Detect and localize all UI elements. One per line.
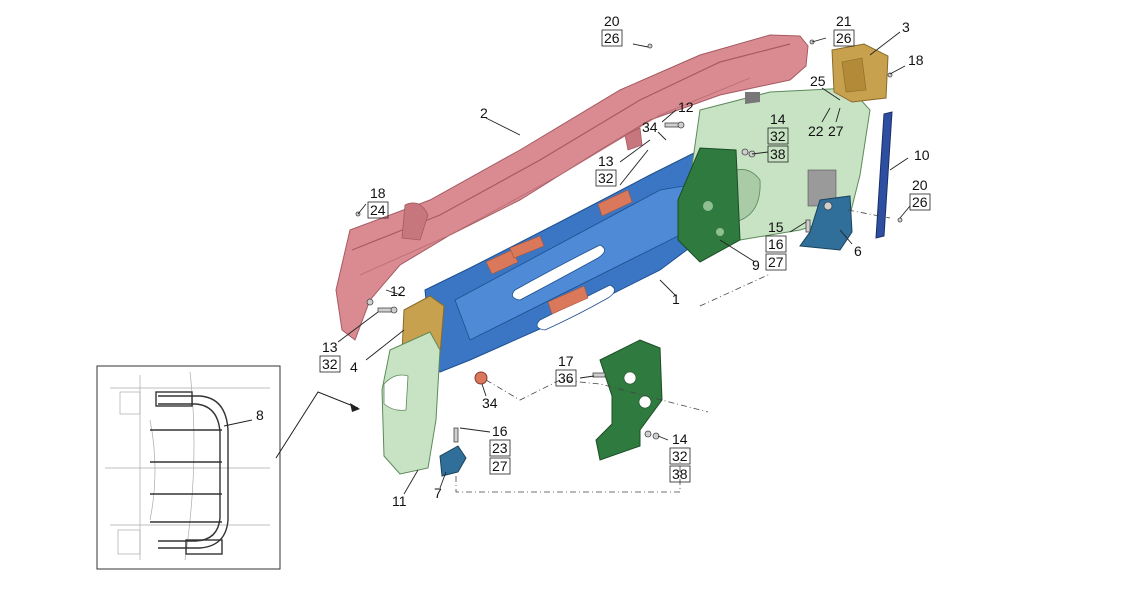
label-boxed: 23 bbox=[492, 440, 508, 456]
label-boxed: 24 bbox=[370, 202, 386, 218]
end-cap-right-part bbox=[831, 43, 889, 103]
callout-20-26-right: 20 26 bbox=[909, 177, 931, 211]
callout-2: 2 bbox=[480, 105, 488, 121]
callout-18-24: 18 24 bbox=[367, 185, 389, 219]
label-num: 15 bbox=[768, 219, 784, 235]
callout-13-32-left: 13 32 bbox=[319, 339, 341, 373]
callout-8: 8 bbox=[256, 407, 264, 423]
label-num: 20 bbox=[912, 177, 928, 193]
label-boxed: 16 bbox=[768, 236, 784, 252]
label-num: 14 bbox=[672, 431, 688, 447]
label-num: 20 bbox=[604, 13, 620, 29]
callout-4: 4 bbox=[350, 359, 358, 375]
label-num: 17 bbox=[558, 353, 574, 369]
label-boxed2: 27 bbox=[492, 458, 508, 474]
beam-pads bbox=[485, 189, 633, 315]
label-boxed2: 38 bbox=[672, 466, 688, 482]
callout-34-bottom: 34 bbox=[482, 395, 498, 411]
label-num: 14 bbox=[770, 111, 786, 127]
callout-18-top: 18 bbox=[908, 52, 924, 68]
label-boxed: 32 bbox=[598, 170, 614, 186]
side-bracket-part bbox=[677, 147, 741, 263]
label-boxed2: 38 bbox=[770, 146, 786, 162]
callout-12-left: 12 bbox=[390, 283, 406, 299]
label-num: 18 bbox=[370, 185, 386, 201]
label-num: 21 bbox=[836, 13, 852, 29]
label-num: 16 bbox=[492, 423, 508, 439]
callout-3: 3 bbox=[902, 19, 910, 35]
callout-15-16-27: 15 16 27 bbox=[765, 219, 787, 271]
callout-12-top: 12 bbox=[678, 99, 694, 115]
callout-17-36: 17 36 bbox=[555, 353, 577, 387]
label-boxed: 26 bbox=[836, 30, 852, 46]
label-boxed2: 27 bbox=[768, 254, 784, 270]
inset-pointer-arrow bbox=[275, 391, 360, 459]
callout-7: 7 bbox=[434, 485, 442, 501]
side-panel-left-part bbox=[381, 331, 441, 475]
callout-labels: 20 26 21 26 3 18 2 12 34 25 22 27 14 32 … bbox=[256, 13, 931, 509]
callout-13-32-top: 13 32 bbox=[595, 153, 617, 187]
callout-34-top: 34 bbox=[642, 119, 658, 135]
label-boxed: 32 bbox=[672, 448, 688, 464]
label-boxed: 36 bbox=[558, 370, 574, 386]
washer-34-part bbox=[474, 371, 488, 385]
callout-21-26: 21 26 bbox=[833, 13, 855, 47]
label-num: 13 bbox=[322, 339, 338, 355]
callout-1: 1 bbox=[672, 291, 680, 307]
callout-16-23-27: 16 23 27 bbox=[489, 423, 511, 475]
callout-10: 10 bbox=[914, 147, 930, 163]
label-boxed: 32 bbox=[770, 128, 786, 144]
assembly-lines bbox=[455, 209, 891, 493]
label-num: 13 bbox=[598, 153, 614, 169]
callout-27-top: 27 bbox=[828, 123, 844, 139]
bottom-bracket-part bbox=[439, 445, 467, 477]
rail-part bbox=[875, 111, 893, 239]
leader-lines bbox=[337, 31, 911, 495]
callout-6: 6 bbox=[854, 243, 862, 259]
callout-14-32-38-top: 14 32 38 bbox=[767, 111, 789, 163]
detail-inset bbox=[96, 365, 281, 570]
label-boxed: 26 bbox=[604, 30, 620, 46]
callout-25: 25 bbox=[810, 73, 826, 89]
callout-22: 22 bbox=[808, 123, 824, 139]
bumper-cover-part bbox=[335, 34, 809, 341]
callout-14-32-38-bottom: 14 32 38 bbox=[669, 431, 691, 483]
callout-9: 9 bbox=[752, 257, 760, 273]
callout-20-26-top: 20 26 bbox=[601, 13, 623, 47]
label-boxed: 32 bbox=[322, 356, 338, 372]
label-boxed: 26 bbox=[912, 194, 928, 210]
mounting-bracket-lower-part bbox=[595, 339, 663, 461]
callout-11: 11 bbox=[392, 493, 407, 509]
